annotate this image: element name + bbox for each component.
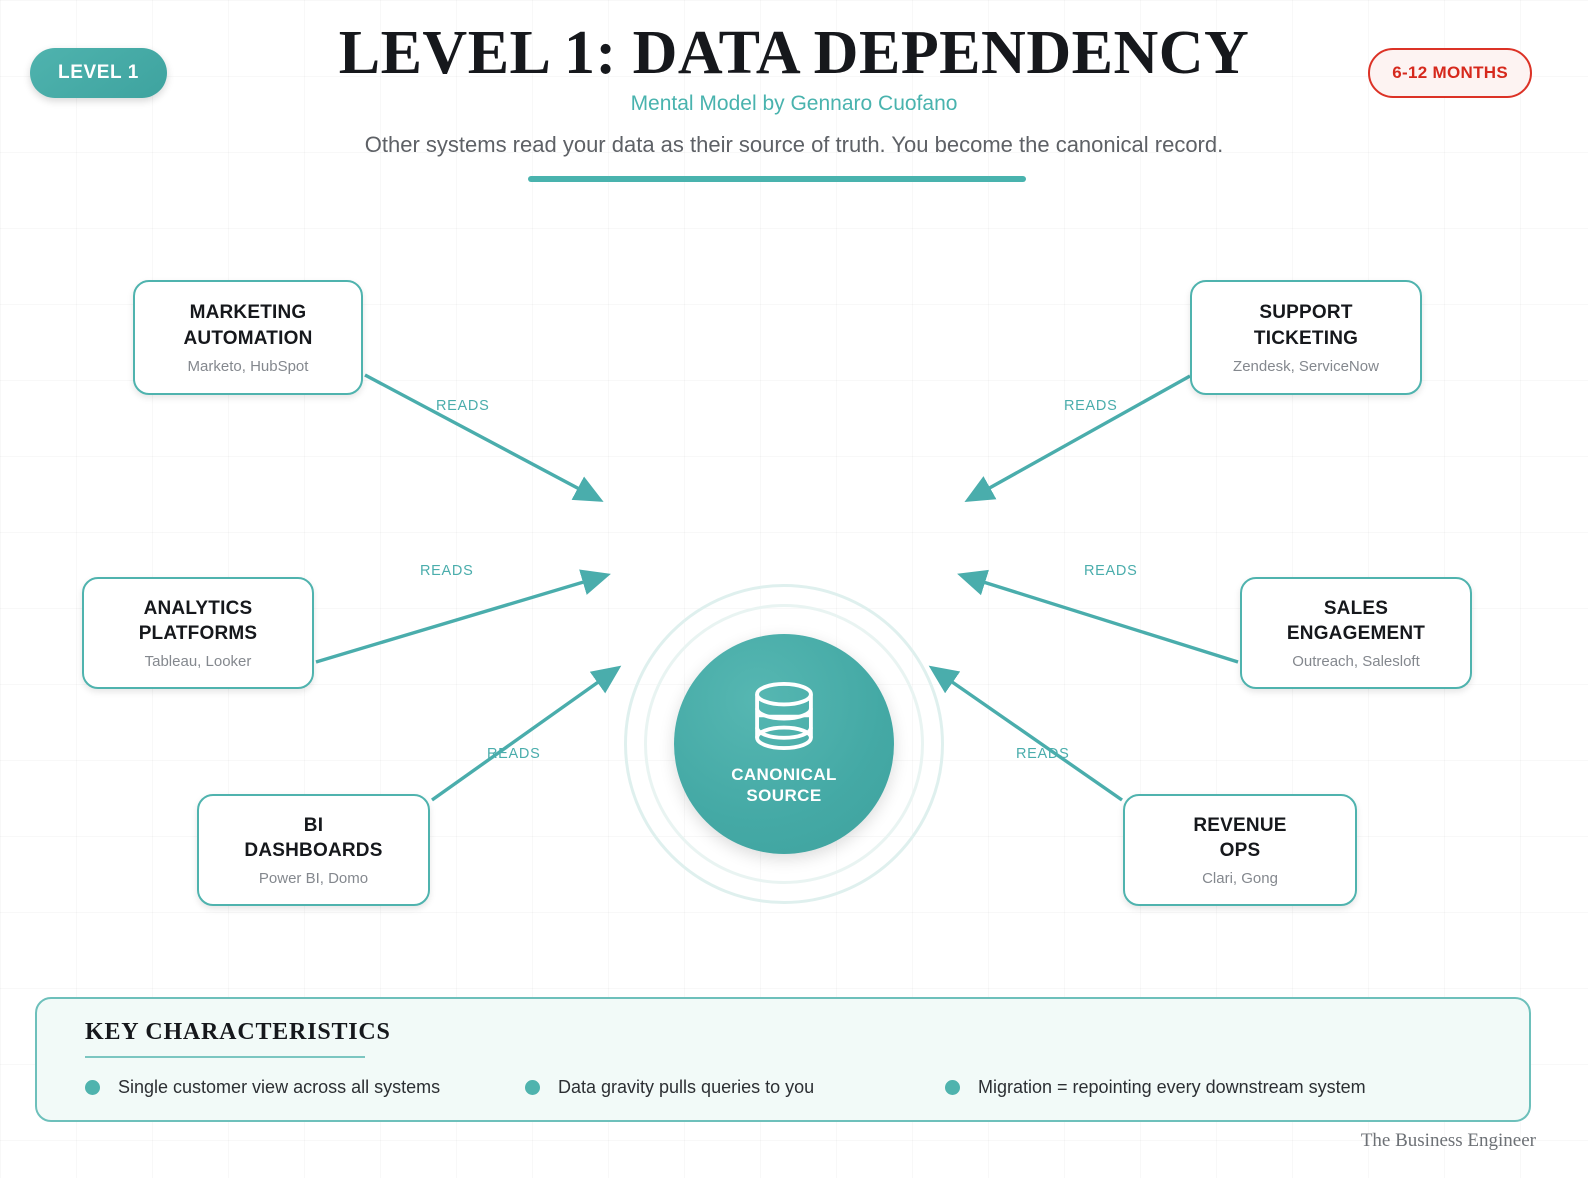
- node-bi-dashboards[interactable]: BI DASHBOARDS Power BI, Domo: [197, 794, 430, 906]
- node-title: ANALYTICS PLATFORMS: [138, 597, 258, 644]
- node-title: MARKETING AUTOMATION: [183, 302, 313, 349]
- edge-revenue-to-hub: [928, 665, 1123, 802]
- bullet-icon: [525, 1080, 540, 1095]
- page-title: LEVEL 1: DATA DEPENDENCY: [338, 19, 1250, 87]
- node-tools: Zendesk, ServiceNow: [1233, 357, 1379, 375]
- key-characteristic-item: Migration = repointing every downstream …: [945, 1077, 1366, 1098]
- node-title: BI DASHBOARDS: [244, 814, 383, 861]
- hub-ring-inner: [644, 604, 924, 884]
- edge-label-sales: READS: [1084, 563, 1138, 579]
- node-marketing-automation[interactable]: MARKETING AUTOMATION Marketo, HubSpot: [133, 280, 363, 395]
- node-title: SUPPORT TICKETING: [1253, 302, 1359, 349]
- key-characteristic-item: Data gravity pulls queries to you: [525, 1077, 945, 1098]
- node-tools: Clari, Gong: [1202, 870, 1278, 888]
- edge-bi-to-hub: [431, 665, 622, 802]
- level-badge: LEVEL 1: [30, 48, 167, 98]
- edge-label-revenue: READS: [1016, 746, 1070, 762]
- canonical-source-hub[interactable]: CANONICAL SOURCE: [610, 570, 958, 918]
- edge-marketing-to-hub: [364, 373, 604, 502]
- title-divider: [528, 176, 1026, 182]
- node-title: REVENUE OPS: [1193, 814, 1287, 861]
- node-tools: Outreach, Salesloft: [1292, 653, 1420, 671]
- bullet-icon: [85, 1080, 100, 1095]
- duration-badge: 6-12 MONTHS: [1368, 48, 1532, 98]
- hub-core[interactable]: CANONICAL SOURCE: [674, 634, 894, 854]
- database-cylinder-icon: [755, 682, 813, 751]
- key-characteristics-heading: KEY CHARACTERISTICS: [85, 1019, 391, 1045]
- node-revenue-ops[interactable]: REVENUE OPS Clari, Gong: [1123, 794, 1357, 906]
- edge-support-to-hub: [964, 374, 1191, 502]
- footer-brand: The Business Engineer: [1360, 1130, 1536, 1151]
- edge-label-analytics: READS: [420, 563, 474, 579]
- key-characteristics-panel: KEY CHARACTERISTICS Single customer view…: [35, 997, 1531, 1122]
- node-tools: Power BI, Domo: [258, 870, 369, 888]
- key-characteristics-underline: [85, 1056, 365, 1059]
- edge-layer: [315, 373, 1239, 802]
- key-characteristics-list: Single customer view across all systems …: [85, 1077, 1499, 1098]
- bullet-icon: [945, 1080, 960, 1095]
- hub-label: CANONICAL SOURCE: [731, 765, 837, 805]
- node-sales-engagement[interactable]: SALES ENGAGEMENT Outreach, Salesloft: [1240, 577, 1472, 689]
- node-analytics-platforms[interactable]: ANALYTICS PLATFORMS Tableau, Looker: [82, 577, 314, 689]
- node-title: SALES ENGAGEMENT: [1286, 597, 1426, 644]
- node-tools: Tableau, Looker: [144, 653, 252, 671]
- hub-ring-outer: [624, 584, 944, 904]
- page-subtitle: Mental Model by Gennaro Cuofano: [630, 92, 958, 115]
- edge-sales-to-hub: [957, 569, 1239, 664]
- key-characteristic-item: Single customer view across all systems: [85, 1077, 525, 1098]
- node-support-ticketing[interactable]: SUPPORT TICKETING Zendesk, ServiceNow: [1190, 280, 1422, 395]
- page-description: Other systems read your data as their so…: [364, 132, 1224, 157]
- edge-label-marketing: READS: [436, 398, 490, 414]
- edge-label-bi: READS: [487, 746, 541, 762]
- edge-analytics-to-hub: [315, 569, 611, 664]
- dependency-diagram: READS READS READS READS READS READS MARK…: [0, 200, 1588, 990]
- node-tools: Marketo, HubSpot: [187, 357, 309, 375]
- header: LEVEL 1 6-12 MONTHS LEVEL 1: DATA DEPEND…: [0, 0, 1588, 200]
- edge-label-support: READS: [1064, 398, 1118, 414]
